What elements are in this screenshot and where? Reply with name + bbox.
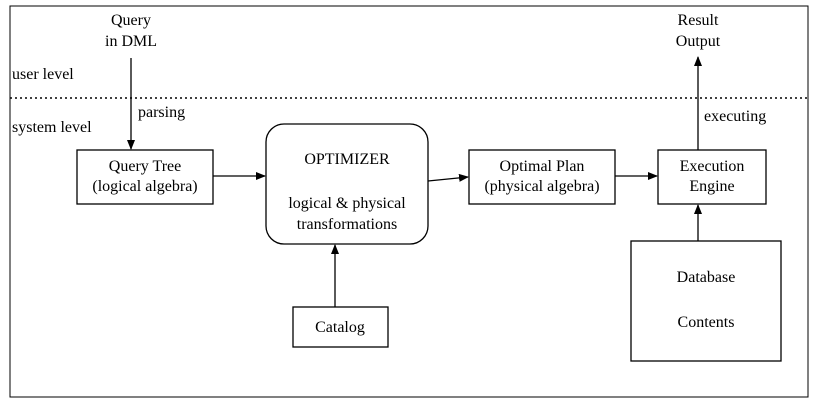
optimizer-title: OPTIMIZER xyxy=(304,151,390,168)
optimizer-line1: logical & physical xyxy=(288,195,406,212)
query-tree-node: Query Tree (logical algebra) xyxy=(76,149,214,205)
execution-engine-line2: Engine xyxy=(689,178,734,195)
query-input-line2: in DML xyxy=(105,33,157,50)
execution-engine-node: Execution Engine xyxy=(657,149,767,205)
catalog-node: Catalog xyxy=(292,306,389,348)
optimizer-line2: transformations xyxy=(297,216,397,233)
database-line1: Database xyxy=(677,269,736,286)
outer-frame xyxy=(9,5,809,398)
optimal-plan-line2: (physical algebra) xyxy=(484,178,599,195)
database-line2: Contents xyxy=(678,314,735,331)
system-level-label: system level xyxy=(12,119,92,136)
query-tree-line1: Query Tree xyxy=(109,158,181,175)
user-level-label: user level xyxy=(12,66,74,83)
query-tree-line2: (logical algebra) xyxy=(92,178,197,195)
result-output-line2: Output xyxy=(676,33,721,50)
parsing-label: parsing xyxy=(138,104,185,121)
arrow-optimizer-to-optimal-plan xyxy=(427,173,469,182)
result-output-line1: Result xyxy=(678,12,719,29)
executing-label: executing xyxy=(704,108,766,125)
database-contents-node: Database Contents xyxy=(630,240,782,362)
execution-engine-line1: Execution xyxy=(680,158,745,175)
optimal-plan-node: Optimal Plan (physical algebra) xyxy=(468,149,616,205)
catalog-label: Catalog xyxy=(315,319,365,336)
optimal-plan-line1: Optimal Plan xyxy=(500,158,585,175)
query-input-line1: Query xyxy=(111,12,151,29)
optimizer-node: OPTIMIZER logical & physical transformat… xyxy=(265,123,429,245)
